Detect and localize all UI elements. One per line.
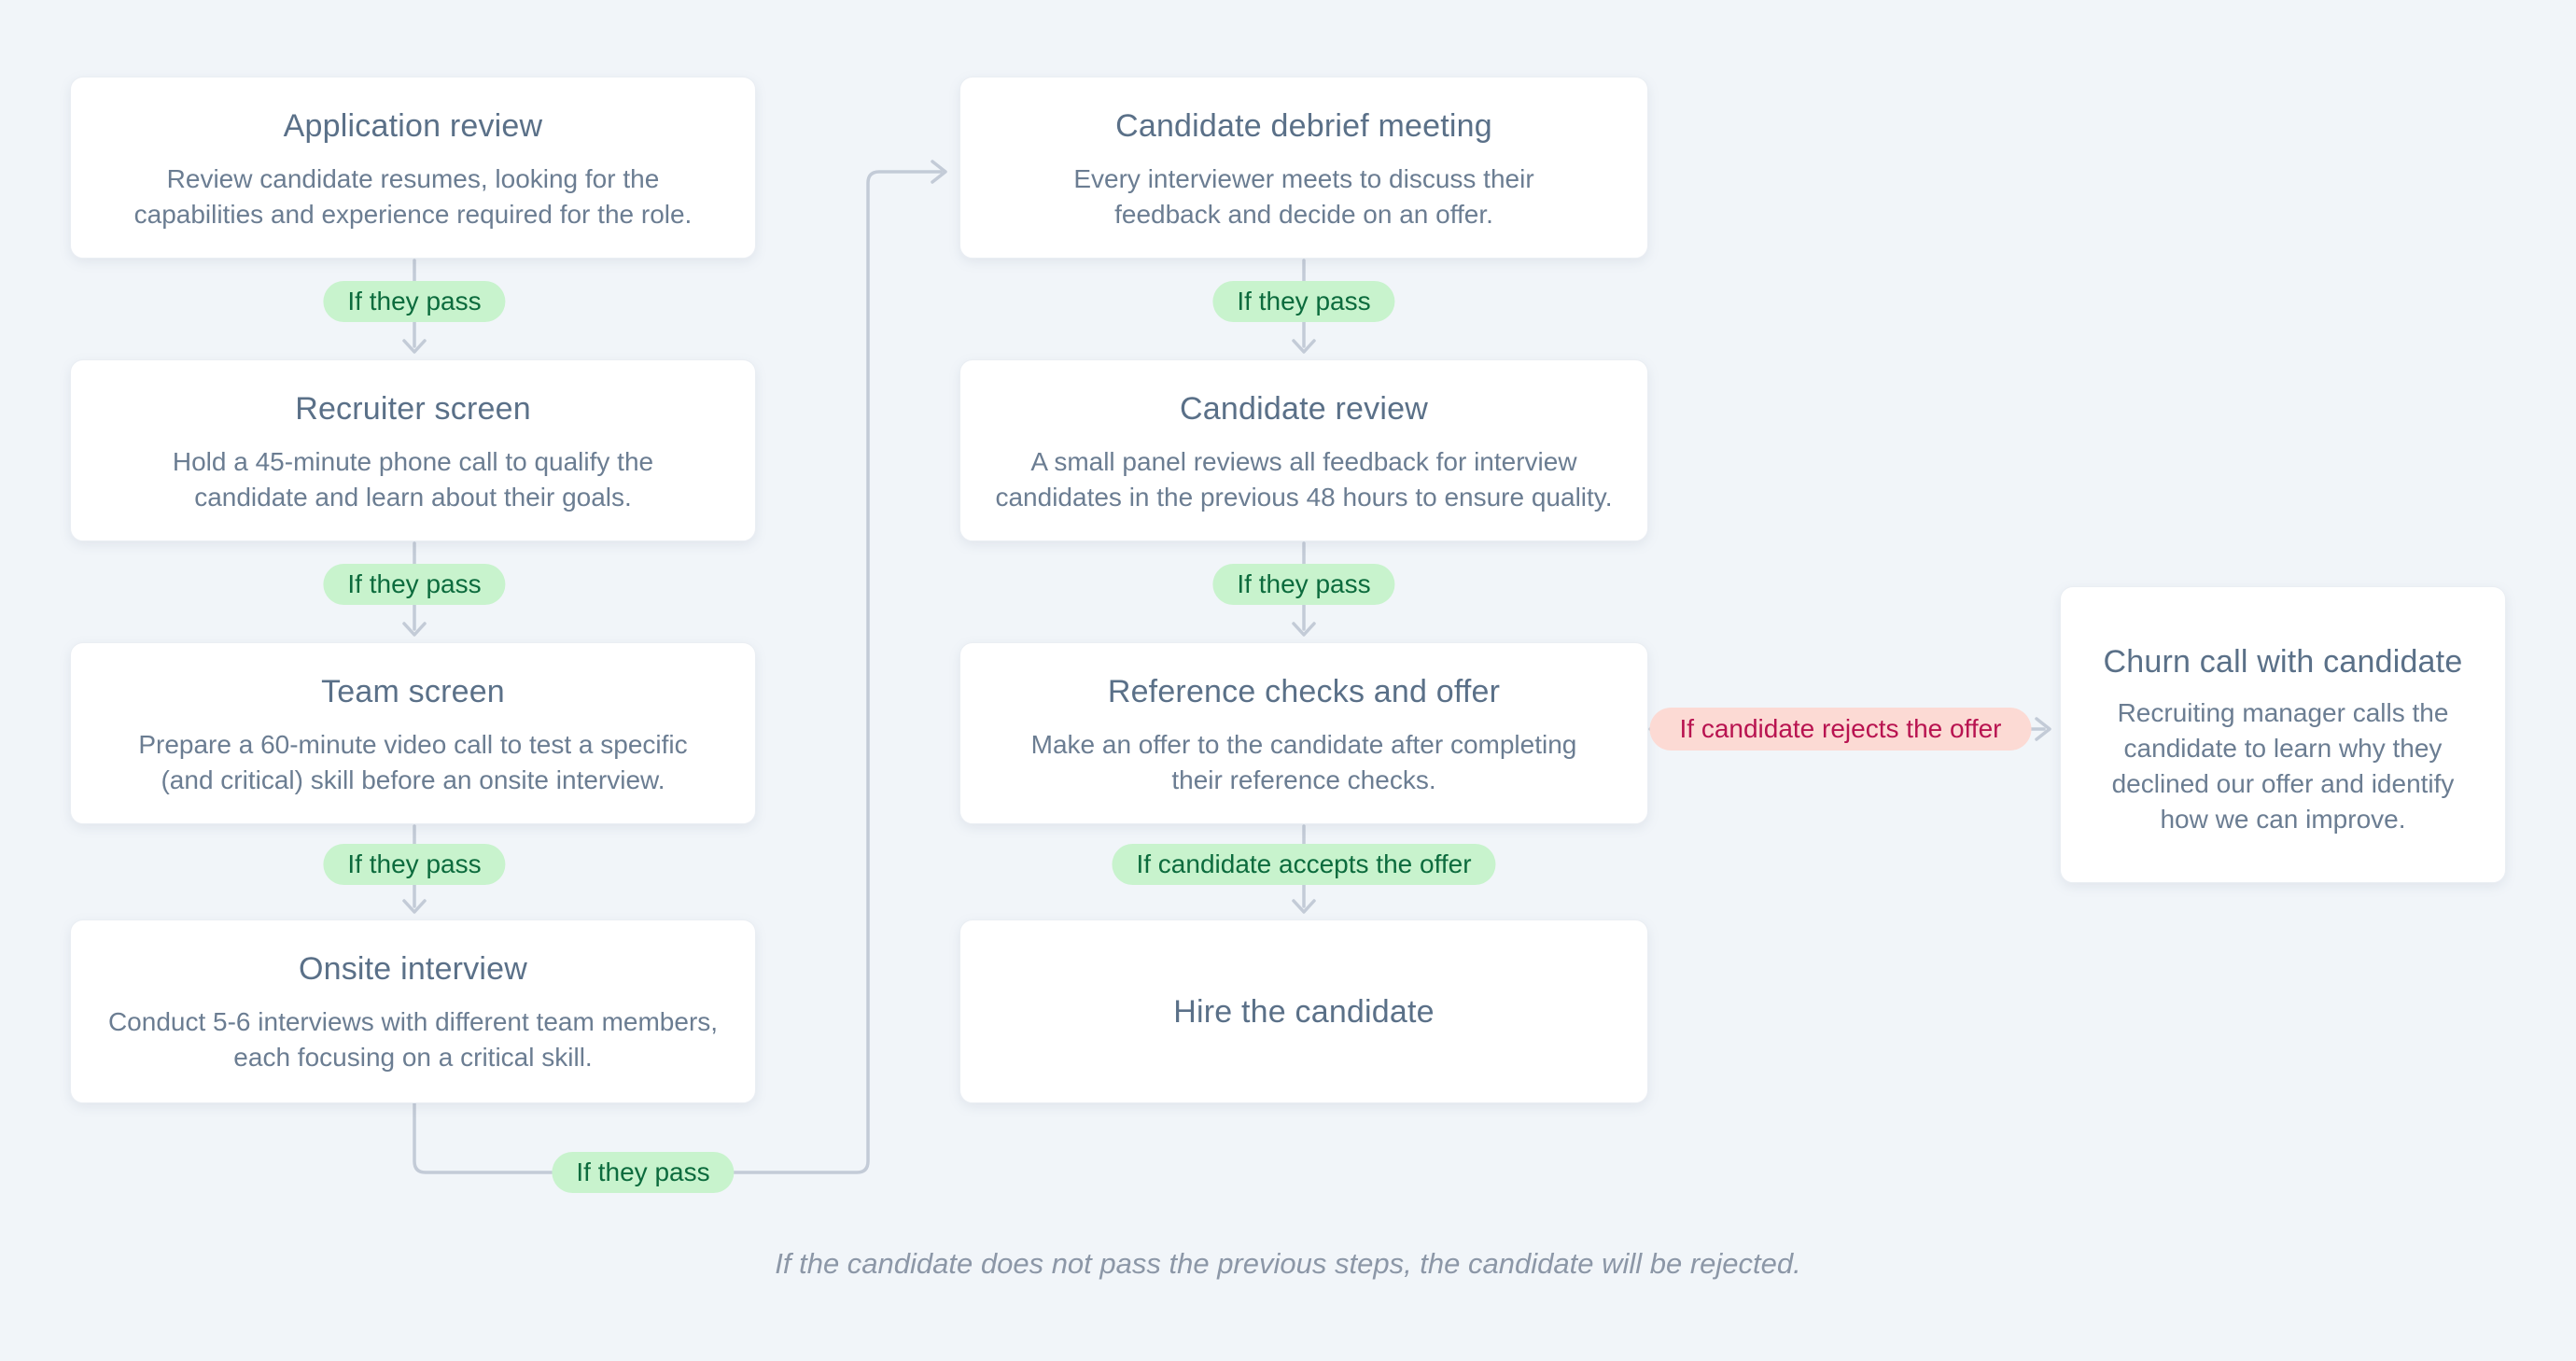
connector-onsite-to-debrief (413, 170, 943, 1174)
edge-label-if-they-pass: If they pass (323, 844, 506, 885)
node-title: Application review (283, 108, 543, 144)
edge-label-if-candidate-accepts: If candidate accepts the offer (1112, 844, 1496, 885)
node-reference-checks-and-offer: Reference checks and offer Make an offer… (959, 642, 1648, 824)
node-title: Recruiter screen (295, 391, 531, 427)
node-title: Reference checks and offer (1107, 674, 1501, 709)
edge-label-if-candidate-rejects: If candidate rejects the offer (1649, 708, 2032, 751)
arrowhead-down-icon (1292, 622, 1316, 637)
edge-label-if-they-pass: If they pass (323, 564, 506, 605)
node-application-review: Application review Review candidate resu… (70, 77, 756, 259)
node-hire-the-candidate: Hire the candidate (959, 919, 1648, 1103)
node-title: Candidate review (1180, 391, 1428, 427)
node-description: Prepare a 60-minute video call to test a… (138, 730, 688, 794)
arrowhead-down-icon (402, 622, 427, 637)
edge-label-if-they-pass: If they pass (552, 1152, 735, 1193)
node-description: Hold a 45-minute phone call to qualify t… (172, 447, 654, 512)
node-churn-call-with-candidate: Churn call with candidate Recruiting man… (2060, 586, 2506, 883)
arrowhead-down-icon (1292, 339, 1316, 354)
arrowhead-right-icon (2035, 717, 2051, 741)
edge-label-if-they-pass: If they pass (1212, 281, 1395, 322)
edge-label-if-they-pass: If they pass (323, 281, 506, 322)
arrowhead-down-icon (402, 339, 427, 354)
node-description: Every interviewer meets to discuss their… (1073, 164, 1534, 229)
node-candidate-debrief-meeting: Candidate debrief meeting Every intervie… (959, 77, 1648, 259)
arrowhead-right-icon (931, 160, 947, 184)
node-team-screen: Team screen Prepare a 60-minute video ca… (70, 642, 756, 824)
node-title: Hire the candidate (1173, 993, 1435, 1030)
node-recruiter-screen: Recruiter screen Hold a 45-minute phone … (70, 359, 756, 541)
arrowhead-down-icon (402, 899, 427, 914)
arrowhead-down-icon (1292, 899, 1316, 914)
node-description: Make an offer to the candidate after com… (1030, 730, 1577, 794)
rejection-footnote: If the candidate does not pass the previ… (775, 1247, 1801, 1280)
edge-label-if-they-pass: If they pass (1212, 564, 1395, 605)
node-title: Team screen (321, 674, 505, 709)
node-description: Conduct 5-6 interviews with different te… (107, 1007, 719, 1072)
node-description: A small panel reviews all feedback for i… (995, 447, 1613, 512)
node-candidate-review: Candidate review A small panel reviews a… (959, 359, 1648, 541)
node-onsite-interview: Onsite interview Conduct 5-6 interviews … (70, 919, 756, 1103)
node-title: Onsite interview (298, 951, 528, 987)
node-title: Candidate debrief meeting (1115, 108, 1492, 144)
node-title: Churn call with candidate (2103, 644, 2463, 680)
node-description: Review candidate resumes, looking for th… (133, 164, 693, 229)
node-description: Recruiting manager calls the candidate t… (2111, 698, 2455, 834)
